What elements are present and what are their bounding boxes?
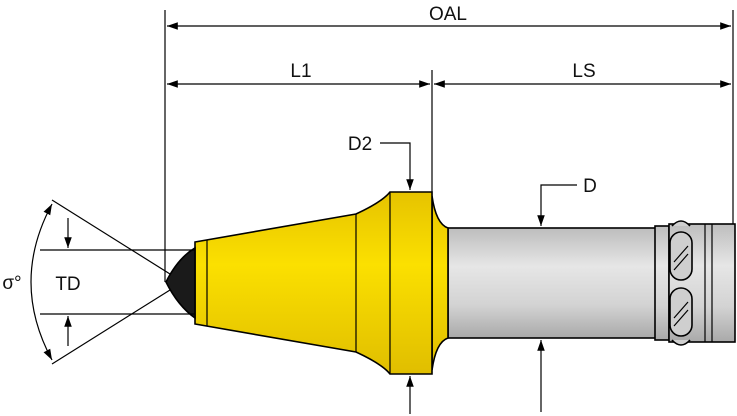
td-label: TD bbox=[55, 274, 80, 295]
sigma-label: σ° bbox=[2, 273, 21, 294]
clamp-slot-upper bbox=[669, 231, 693, 281]
l1-label: L1 bbox=[290, 61, 311, 82]
d-leader-top bbox=[537, 184, 577, 226]
clamp-bump-top bbox=[671, 220, 691, 227]
angle-arc bbox=[30, 203, 53, 361]
cutter-head bbox=[194, 191, 433, 375]
clamp-slot-lower bbox=[669, 287, 693, 337]
angle-line-lower bbox=[51, 289, 171, 365]
ls-label: LS bbox=[572, 61, 595, 82]
shank-body bbox=[447, 227, 659, 339]
cutter-body bbox=[194, 191, 449, 375]
angle-line-upper bbox=[51, 199, 171, 275]
carbide-tip bbox=[165, 246, 196, 320]
clamp-bump-bottom bbox=[671, 339, 691, 346]
d2-leader-top bbox=[380, 142, 414, 190]
cutter-neck bbox=[431, 195, 449, 371]
oal-label: OAL bbox=[429, 4, 467, 25]
shank bbox=[447, 220, 736, 346]
d2-label: D2 bbox=[348, 134, 372, 155]
shank-groove-left bbox=[654, 225, 670, 341]
d-label: D bbox=[583, 176, 597, 197]
